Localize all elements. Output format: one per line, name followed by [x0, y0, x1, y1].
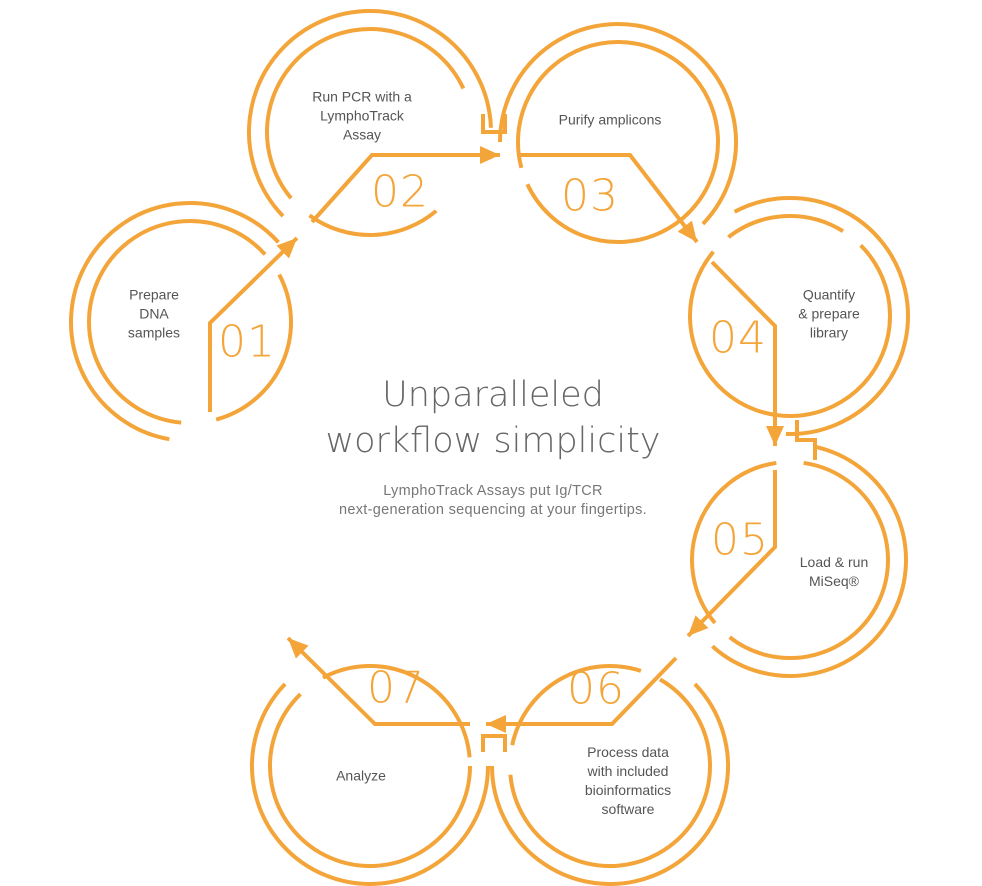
diagram-subtitle: LymphoTrack Assays put Ig/TCR next-gener… [339, 482, 647, 520]
step-04-number: 04 [709, 312, 767, 364]
step-05-outer-ring [711, 444, 908, 678]
label-line: MiSeq® [809, 573, 859, 589]
step-02-inner-ring [265, 27, 466, 200]
step-03-number: 03 [561, 170, 619, 222]
arrow-07 [286, 636, 470, 726]
step-04-label: Quantify & prepare library [798, 286, 859, 343]
connector-04-05 [795, 420, 817, 460]
step-07-outer-ring [250, 682, 490, 886]
step-02-outer-ring [247, 9, 493, 218]
step-01-outer-ring [69, 201, 280, 442]
step-07-inner-ring [268, 692, 472, 868]
step-04-inner-ring [688, 243, 892, 418]
step-06-number: 06 [567, 663, 625, 715]
arrow-02-head [480, 146, 500, 164]
label-line: library [809, 324, 849, 341]
label-line: Prepare [129, 286, 179, 303]
arrow-07-head [288, 638, 309, 659]
label-line: bioinformatics [584, 782, 672, 798]
step-06-inner-ring [508, 677, 712, 868]
step-03-inner-ring [525, 98, 720, 244]
diagram-title: Unparalleled workflow simplicity [325, 372, 660, 464]
step-07-inner-ring [322, 664, 472, 758]
label-line: Load & run [799, 554, 869, 570]
label-line: & prepare [798, 305, 860, 322]
step-02-label: Run PCR with a LymphoTrack Assay [312, 88, 412, 145]
arrow-04 [710, 260, 777, 446]
step-02-number: 02 [371, 166, 429, 218]
arrow-06 [486, 656, 678, 726]
subtitle-line-2: next-generation sequencing at your finge… [338, 502, 648, 518]
arrow-05 [686, 470, 777, 638]
step-01-inner-ring [215, 273, 293, 422]
arrow-02 [310, 153, 500, 224]
step-03-label: Purify amplicons [559, 111, 662, 130]
subtitle-line-1: LymphoTrack Assays put Ig/TCR [383, 483, 603, 499]
step-07-label: Analyze [336, 767, 386, 786]
step-05-label: Load & run MiSeq® [800, 553, 869, 591]
title-line-1: Unparalleled [382, 375, 604, 415]
arrow-03-head [677, 220, 697, 242]
label-line: software [601, 801, 655, 817]
label-line: Process data [587, 744, 669, 760]
step-06-label: Process data with included bioinformatic… [585, 743, 671, 819]
step-01-number: 01 [218, 316, 276, 368]
arrow-05-head [688, 615, 709, 636]
step-01-label: Prepare DNA samples [128, 286, 180, 343]
arrow-01-head [276, 238, 297, 259]
arrow-06-head [486, 715, 506, 733]
step-04-outer-ring [733, 196, 910, 436]
arrow-04-head [766, 426, 784, 446]
label-line: Purify amplicons [558, 111, 662, 128]
label-line: LymphoTrack [320, 107, 404, 124]
label-line: Analyze [336, 767, 386, 784]
step-06-outer-ring [490, 682, 730, 886]
label-line: Run PCR with a [312, 88, 412, 105]
step-07-number: 07 [367, 662, 425, 714]
step-05-inner-ring [690, 460, 777, 625]
step-03-outer-ring [498, 22, 738, 226]
step-01-inner-ring [87, 219, 267, 425]
label-line: samples [127, 324, 181, 341]
arrow-03 [520, 153, 699, 244]
connector-02-03 [481, 114, 507, 134]
arrow-01 [208, 236, 299, 412]
step-05-number: 05 [711, 514, 769, 566]
label-line: Quantify [802, 286, 856, 303]
step-05-inner-ring [728, 460, 890, 660]
step-03-inner-ring [516, 40, 711, 169]
label-line: with included [587, 763, 669, 779]
step-02-inner-ring [308, 209, 438, 237]
connector-07-06 [481, 734, 507, 752]
step-04-inner-ring [727, 214, 845, 239]
title-line-2: workflow simplicity [325, 421, 661, 461]
label-line: Assay [342, 126, 382, 143]
label-line: DNA [139, 305, 169, 322]
